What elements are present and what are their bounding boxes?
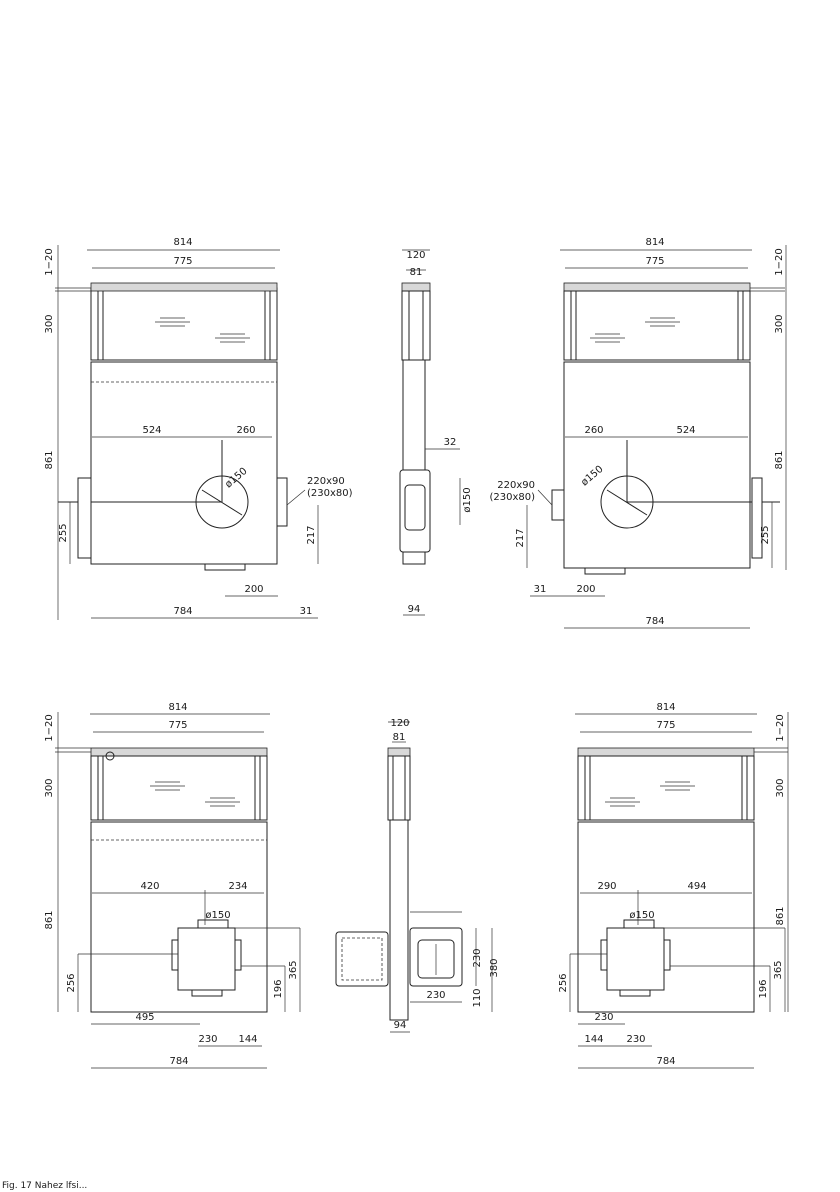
- dim-label: 260: [236, 425, 255, 436]
- dim-label: 196: [758, 979, 769, 998]
- view-bottom-middle: 120 81 230 380 110 230 94: [335, 718, 500, 1033]
- dim-label: 144: [238, 1034, 257, 1045]
- view-top-middle: 120 81 32 ø150 94: [399, 249, 473, 616]
- dim-label: 1−20: [775, 714, 786, 741]
- dim-label: 230: [198, 1034, 217, 1045]
- dim-label: 234: [228, 881, 247, 892]
- dim-label: 784: [656, 1056, 675, 1067]
- dim-label: 784: [645, 616, 664, 627]
- dim-label: 256: [66, 973, 77, 992]
- view-bottom-left: 814 775 1−20 300 861 420 234 ø150 256 19…: [44, 702, 301, 1069]
- figure-caption: Fig. 17 Nahez lfsi...: [2, 1181, 87, 1191]
- dim-label: 494: [687, 881, 706, 892]
- dim-label: 220x90: [307, 476, 345, 487]
- dim-label: 81: [393, 732, 406, 743]
- dim-label: 365: [773, 960, 784, 979]
- dim-label: 196: [273, 979, 284, 998]
- dim-label: 255: [760, 525, 771, 544]
- dim-label: 814: [173, 237, 192, 248]
- dim-label: 495: [135, 1012, 154, 1023]
- dim-label: 861: [774, 450, 785, 469]
- dim-label: (230x80): [489, 492, 535, 503]
- dim-label: 31: [534, 584, 547, 595]
- dim-label: 1−20: [44, 248, 55, 275]
- dim-label: 1−20: [774, 248, 785, 275]
- dim-label: 300: [774, 314, 785, 333]
- dim-label: 94: [394, 1020, 407, 1031]
- dim-label: ø150: [205, 910, 230, 921]
- dim-label: 200: [244, 584, 263, 595]
- view-bottom-right: 814 775 1−20 300 861 290 494 ø150 256 19…: [558, 702, 789, 1069]
- dim-label: ø150: [462, 487, 473, 512]
- dim-label: 32: [444, 437, 457, 448]
- dim-label: 120: [406, 250, 425, 261]
- dim-label: 784: [173, 606, 192, 617]
- dim-label: 380: [489, 958, 500, 977]
- dim-label: 814: [168, 702, 187, 713]
- dim-label: 217: [515, 528, 526, 547]
- dim-label: 784: [169, 1056, 188, 1067]
- dim-label: 775: [168, 720, 187, 731]
- dim-label: 524: [142, 425, 161, 436]
- dim-label: 861: [44, 910, 55, 929]
- dim-label: 230: [472, 948, 483, 967]
- dim-label: 31: [300, 606, 313, 617]
- dim-label: 230: [626, 1034, 645, 1045]
- dim-label: 94: [408, 604, 421, 615]
- dim-label: 775: [656, 720, 675, 731]
- dim-label: 420: [140, 881, 159, 892]
- dim-label: 1−20: [44, 714, 55, 741]
- dim-label: 110: [472, 988, 483, 1007]
- dim-label: 200: [576, 584, 595, 595]
- dim-label: 230: [426, 990, 445, 1001]
- dim-label: 861: [775, 906, 786, 925]
- dim-label: 524: [676, 425, 695, 436]
- dim-label: 861: [44, 450, 55, 469]
- dim-label: 365: [288, 960, 299, 979]
- view-top-right: 814 775 1−20 300 861 260 524 ø150 220x90…: [489, 237, 787, 629]
- view-top-left: 814 775 1−20 300 861 524 260 ø150 220x90…: [44, 237, 353, 620]
- dim-label: 120: [390, 718, 409, 729]
- dim-label: 290: [597, 881, 616, 892]
- dim-label: 260: [584, 425, 603, 436]
- dim-label: 775: [645, 256, 664, 267]
- dim-label: 300: [44, 778, 55, 797]
- dim-label: 256: [558, 973, 569, 992]
- dim-label: ø150: [629, 910, 654, 921]
- dim-label: 814: [645, 237, 664, 248]
- dim-label: 220x90: [497, 480, 535, 491]
- dim-label: 814: [656, 702, 675, 713]
- dim-label: 255: [58, 523, 69, 542]
- dim-label: 775: [173, 256, 192, 267]
- dim-label: (230x80): [307, 488, 353, 499]
- dim-label: 300: [44, 314, 55, 333]
- dim-label: 230: [594, 1012, 613, 1023]
- dim-label: 300: [775, 778, 786, 797]
- dim-label: 144: [584, 1034, 603, 1045]
- dim-label: 217: [306, 525, 317, 544]
- dim-label: 81: [410, 267, 423, 278]
